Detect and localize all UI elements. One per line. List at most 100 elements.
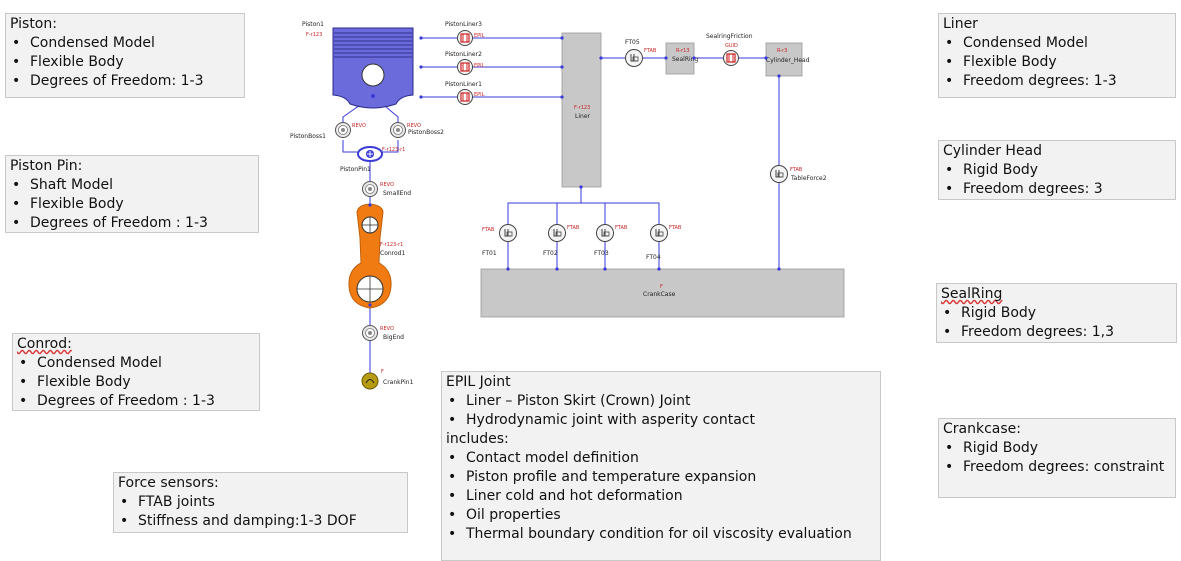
- sealring-tag-label: R-r13: [676, 48, 690, 54]
- ft04-label: FT04: [646, 254, 661, 261]
- table-force-label: TableForce2: [790, 175, 827, 182]
- force-sensors-info-item: Stiffness and damping:1-3 DOF: [118, 512, 403, 531]
- piston-info-item: Flexible Body: [10, 53, 240, 72]
- ftab-sensor-icon: [499, 224, 517, 242]
- revo-tag-label: REVO: [380, 326, 394, 332]
- piston-liner1-label: PistonLiner1: [445, 81, 482, 88]
- ftab-sensor-icon: [625, 49, 643, 67]
- cylinder-head-info-title: Cylinder Head: [943, 143, 1043, 159]
- epil-joint-icon: [456, 88, 474, 106]
- piston-info-box: Piston: Condensed Model Flexible Body De…: [5, 13, 245, 98]
- conrod-info-item: Condensed Model: [17, 354, 255, 373]
- liner-name-label: Liner: [575, 113, 591, 120]
- ftab-sensor-icon: [596, 224, 614, 242]
- sealring-info-title: SealRing: [941, 286, 1003, 302]
- ftab-sensor-icon: [650, 224, 668, 242]
- epil-joint-icon: [456, 58, 474, 76]
- ft03-label: FT03: [594, 250, 609, 257]
- piston-pin-tag-label: F-r123-r1: [382, 147, 405, 153]
- crank-pin-body: [361, 372, 379, 390]
- sealring-friction-label: SealringFriction: [706, 33, 753, 40]
- piston-info-title: Piston:: [10, 16, 57, 32]
- conrod-info-item: Flexible Body: [17, 373, 255, 392]
- cylinder-head-info-item: Freedom degrees: 3: [943, 180, 1171, 199]
- conrod-info-item: Degrees of Freedom : 1-3: [17, 392, 255, 411]
- ft05-label: FT05: [625, 39, 640, 46]
- connection-dots: [368, 36, 781, 307]
- piston-name-label: Piston1: [302, 21, 324, 28]
- ftab-sensor-icon: [770, 165, 788, 183]
- revolute-joint-icon: [335, 122, 351, 138]
- piston-liner3-label: PistonLiner3: [445, 21, 482, 28]
- ftab-sensor-icon: [548, 224, 566, 242]
- liner-info-item: Freedom degrees: 1-3: [943, 72, 1171, 91]
- epil-info-includes: includes:: [446, 431, 509, 447]
- ftab-tag-label: FTAB: [669, 225, 682, 231]
- epil-tag-label: EPIL: [474, 92, 485, 98]
- ftab-tag-label: FTAB: [567, 225, 580, 231]
- epil-info-subitem: Liner cold and hot deformation: [446, 487, 876, 506]
- crankcase-name-label: CrankCase: [643, 291, 676, 298]
- revolute-joint-icon: [362, 325, 378, 341]
- epil-info-item: Liner – Piston Skirt (Crown) Joint: [446, 392, 876, 411]
- force-sensors-info-title: Force sensors:: [118, 475, 219, 491]
- piston-pin-info-box: Piston Pin: Shaft Model Flexible Body De…: [5, 155, 259, 233]
- ftab-tag-label: FTAB: [482, 227, 495, 233]
- epil-joint-icon: [456, 29, 474, 47]
- cylinder-head-info-item: Rigid Body: [943, 161, 1171, 180]
- ftab-tag-label: FTAB: [615, 225, 628, 231]
- cylinder-head-name-label: Cylinder_Head: [766, 57, 810, 64]
- ftab-tag-label: FTAB: [790, 167, 803, 173]
- piston-pin-label: PistonPin1: [340, 166, 371, 173]
- piston-info-item: Condensed Model: [10, 34, 240, 53]
- liner-info-item: Flexible Body: [943, 53, 1171, 72]
- liner-body: [561, 32, 602, 188]
- piston-info-item: Degrees of Freedom: 1-3: [10, 72, 240, 91]
- piston-body: [332, 27, 414, 109]
- revo-tag-label: REVO: [352, 123, 366, 129]
- epil-tag-label: EPIL: [474, 63, 485, 69]
- crank-pin-label: CrankPin1: [383, 379, 414, 386]
- crankcase-info-item: Rigid Body: [943, 439, 1171, 458]
- piston-boss1-label: PistonBoss1: [290, 133, 326, 140]
- force-sensors-info-box: Force sensors: FTAB joints Stiffness and…: [113, 472, 408, 533]
- piston-pin-info-item: Degrees of Freedom : 1-3: [10, 214, 254, 233]
- crankcase-body: [480, 268, 845, 318]
- crankcase-info-box: Crankcase: Rigid Body Freedom degrees: c…: [938, 418, 1176, 498]
- piston-tag-label: F-r123: [306, 32, 322, 38]
- epil-info-subitem: Oil properties: [446, 506, 876, 525]
- conrod-tag-label: F-r123-r1: [380, 242, 403, 248]
- guide-joint-icon: [722, 49, 740, 67]
- conrod-info-box: Conrod: Condensed Model Flexible Body De…: [12, 333, 260, 411]
- sealring-info-item: Freedom degrees: 1,3: [941, 323, 1172, 342]
- piston-pin-info-title: Piston Pin:: [10, 158, 83, 174]
- ftab-tag-label: FTAB: [644, 48, 657, 54]
- revo-tag-label: REVO: [380, 182, 394, 188]
- liner-info-title: Liner: [943, 16, 978, 32]
- epil-info-box: EPIL Joint Liner – Piston Skirt (Crown) …: [441, 371, 881, 561]
- force-sensors-info-item: FTAB joints: [118, 493, 403, 512]
- epil-info-subitem: Thermal boundary condition for oil visco…: [446, 525, 876, 544]
- guid-tag-label: GUID: [725, 43, 738, 49]
- ft01-label: FT01: [482, 250, 497, 257]
- revolute-joint-icon: [390, 122, 406, 138]
- crankcase-tag-label: F: [660, 284, 663, 290]
- ft02-label: FT02: [543, 250, 558, 257]
- piston-liner2-label: PistonLiner2: [445, 51, 482, 58]
- epil-tag-label: EPIL: [474, 33, 485, 39]
- sealring-name-label: SealRing: [672, 56, 698, 63]
- revolute-joint-icon: [362, 181, 378, 197]
- piston-boss2-label: PistonBoss2: [408, 129, 444, 136]
- piston-pin-info-item: Flexible Body: [10, 195, 254, 214]
- crank-pin-tag-label: F: [381, 369, 384, 375]
- epil-info-subitem: Contact model definition: [446, 449, 876, 468]
- small-end-label: SmallEnd: [383, 190, 411, 197]
- liner-tag-label: F-r123: [574, 105, 590, 111]
- sealring-info-item: Rigid Body: [941, 304, 1172, 323]
- conrod-info-title: Conrod:: [17, 336, 72, 352]
- crankcase-info-item: Freedom degrees: constraint: [943, 458, 1171, 477]
- crankcase-info-title: Crankcase:: [943, 421, 1021, 437]
- conrod-name-label: Conrod1: [380, 250, 405, 257]
- piston-pin-info-item: Shaft Model: [10, 176, 254, 195]
- liner-info-item: Condensed Model: [943, 34, 1171, 53]
